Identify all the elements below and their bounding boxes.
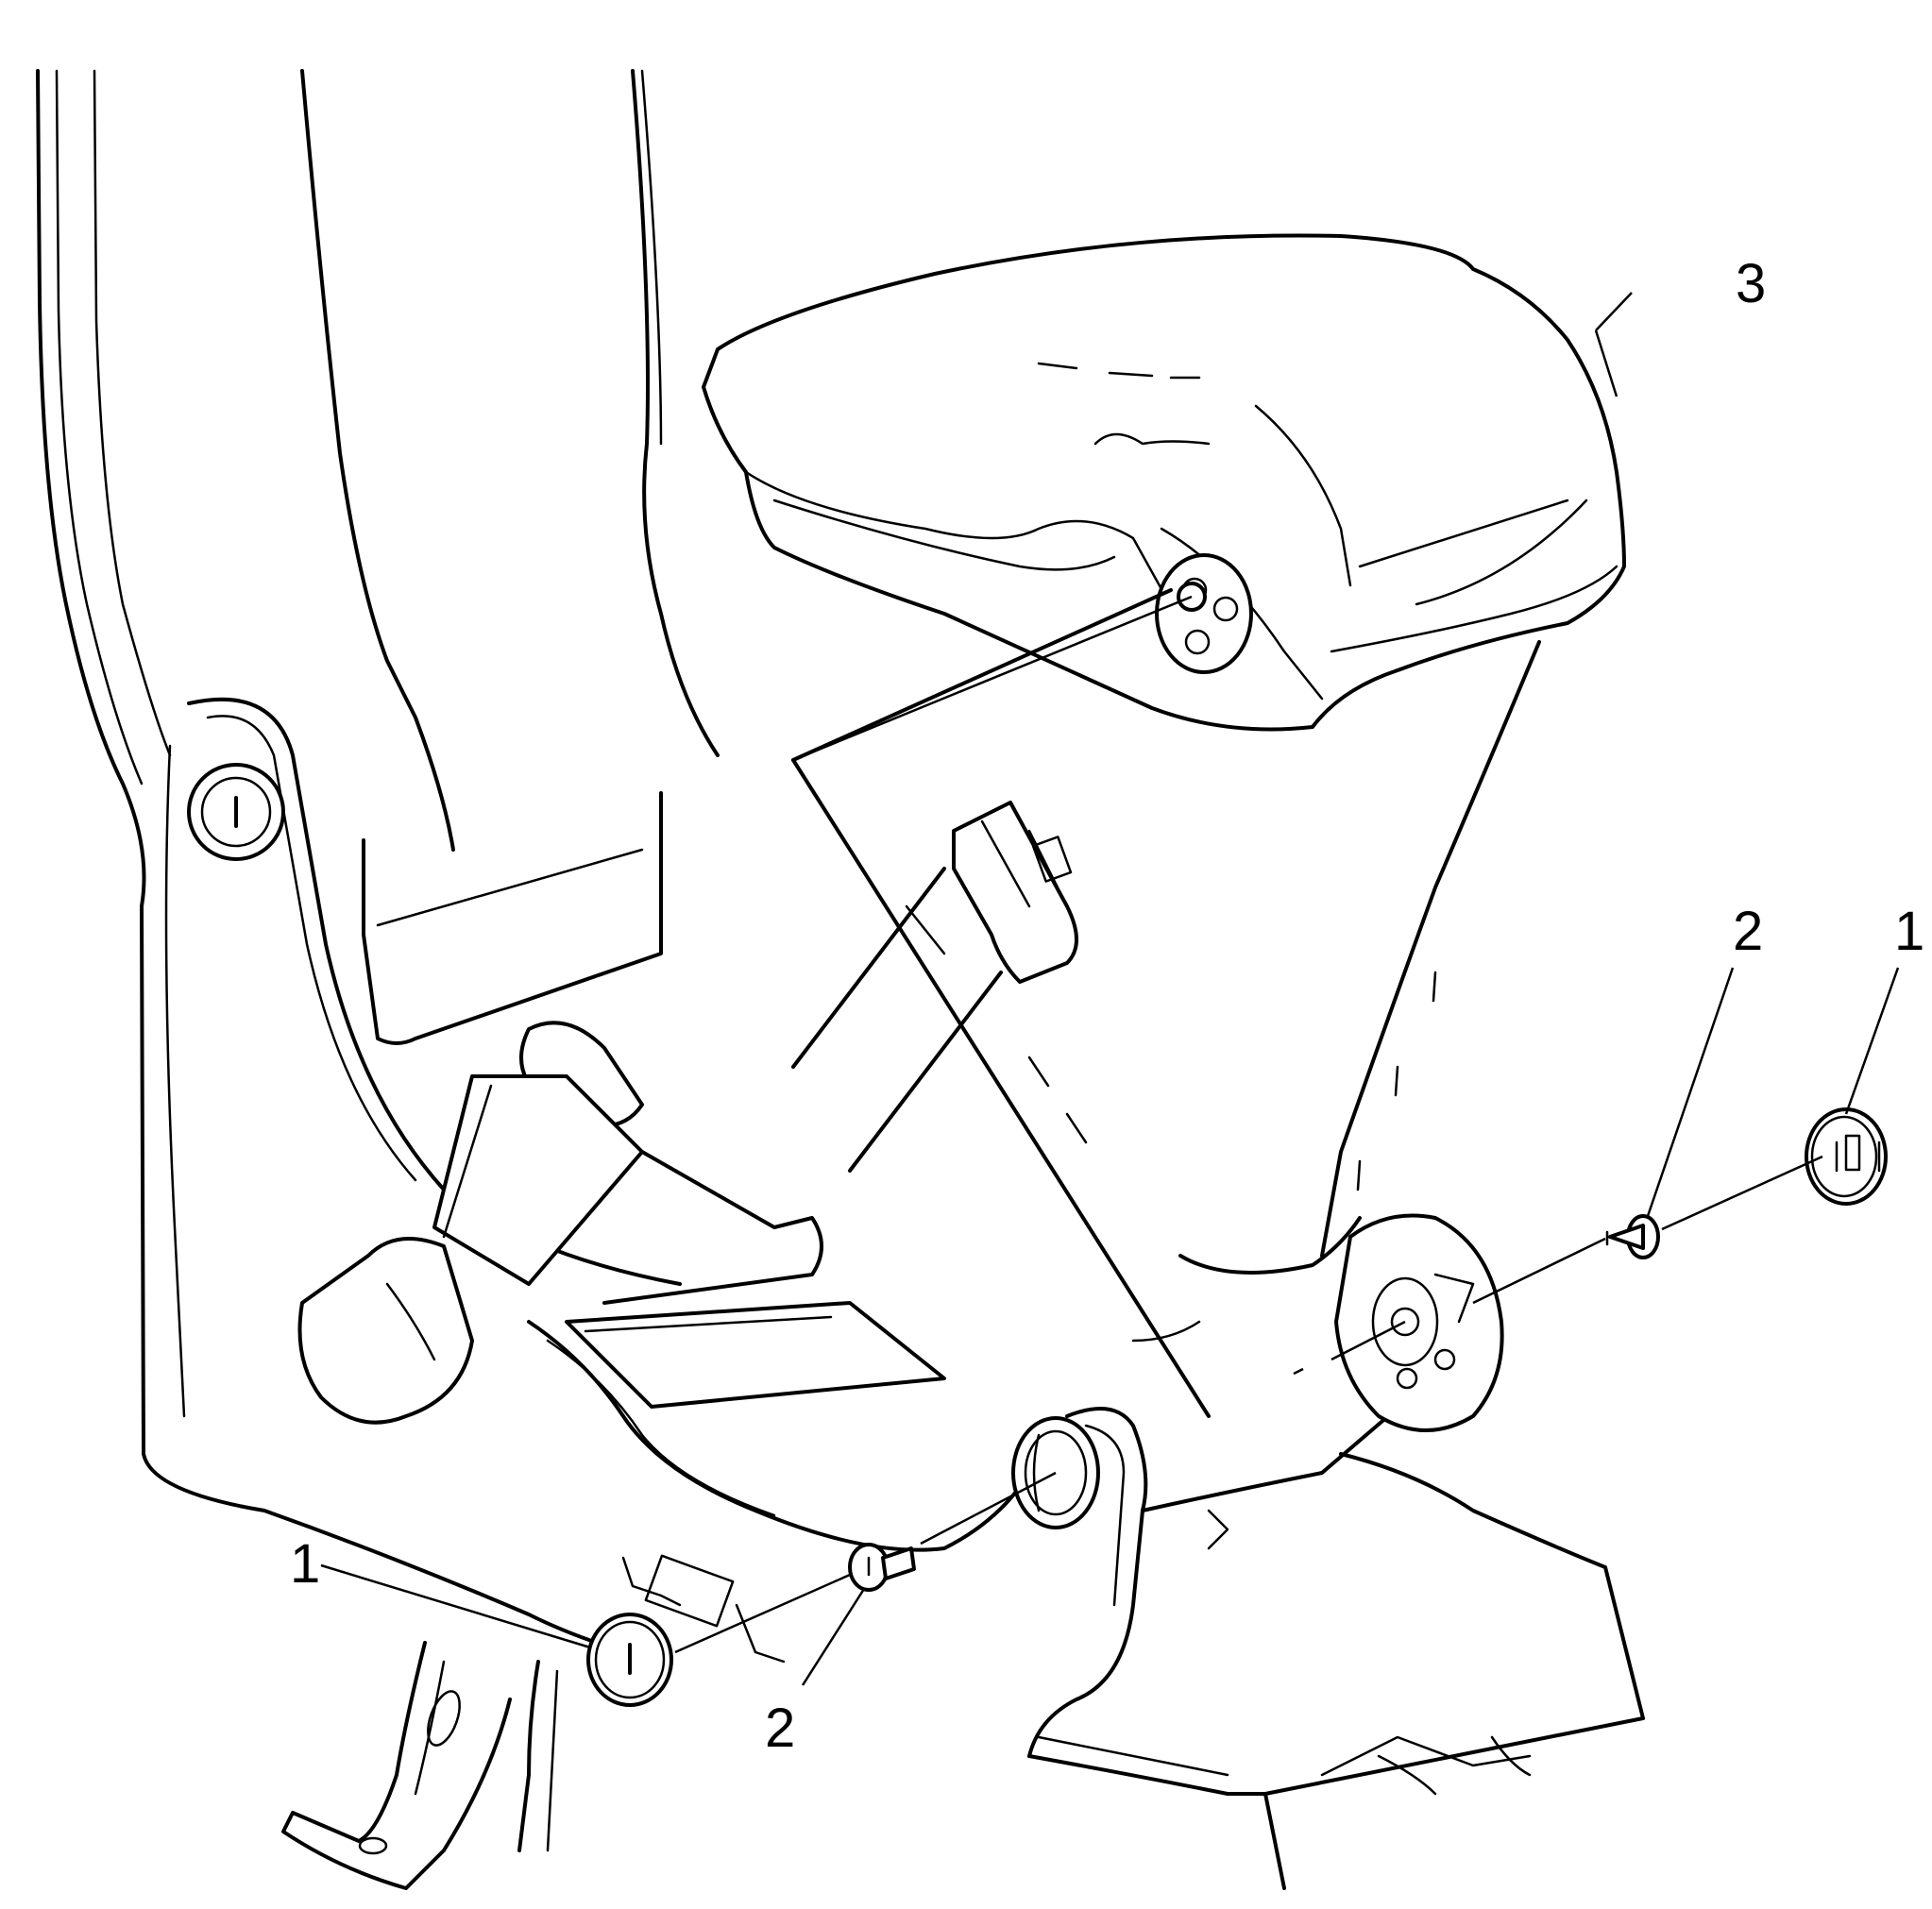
- bolt-right: [1605, 1214, 1660, 1259]
- trim-cap-left: [586, 1613, 673, 1707]
- callout-armrest: 3: [1736, 253, 1766, 314]
- leader-armrest-tip: [1594, 329, 1618, 397]
- pivot-disc-right: [1334, 1213, 1504, 1432]
- callout-cap-left: 1: [290, 1533, 320, 1595]
- leader-lines: [320, 292, 1900, 1686]
- belt-retractor: [297, 1021, 823, 1425]
- seat-belt-buckle: [791, 801, 1078, 1173]
- callout-cap-right: 1: [1894, 901, 1924, 962]
- leader-armrest: [1595, 292, 1633, 331]
- seat-mount-bracket: [281, 1554, 786, 1890]
- trim-cap-right: [1805, 1107, 1888, 1206]
- callout-bolt-right: 2: [1733, 901, 1763, 962]
- bolt-left: [848, 1543, 916, 1592]
- leader-cap-right: [1844, 967, 1900, 1115]
- armrest-support: [791, 588, 1541, 1418]
- center-lines: [674, 595, 1823, 1654]
- leader-bolt-left: [801, 1588, 866, 1686]
- armrest-lid: [702, 233, 1626, 732]
- leader-bolt-right: [1646, 967, 1735, 1217]
- callout-bolt-left: 2: [765, 1698, 795, 1759]
- pivot-hole-upper: [187, 763, 285, 861]
- lid-mounting-boss: [1155, 553, 1253, 674]
- leader-cap-left: [320, 1563, 591, 1649]
- seat-cushion-pan: [527, 1301, 1645, 1890]
